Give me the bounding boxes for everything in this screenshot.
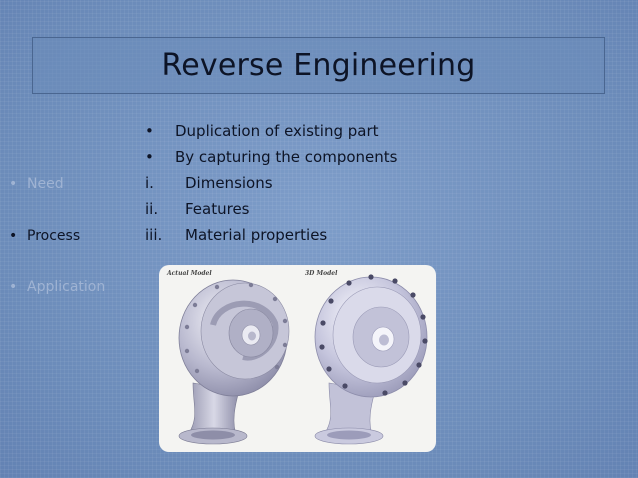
numbered-marker: i. <box>145 174 154 192</box>
numbered-item: i. Dimensions <box>145 172 273 194</box>
numbered-text: Dimensions <box>185 174 273 192</box>
actual-model-casing <box>178 279 290 445</box>
bullet-marker: • <box>145 148 154 166</box>
nav-item-label: Process <box>27 228 81 244</box>
nav-bullet: • <box>9 279 18 295</box>
numbered-text: Features <box>185 200 250 218</box>
title-box: Reverse Engineering <box>32 37 605 94</box>
numbered-item: iii. Material properties <box>145 224 327 246</box>
3d-model-casing <box>314 274 428 445</box>
numbered-item: ii. Features <box>145 198 250 220</box>
nav-item-application[interactable]: • Application <box>9 277 105 297</box>
bullet-text: By capturing the components <box>175 148 398 166</box>
nav-item-label: Need <box>27 176 64 192</box>
numbered-marker: ii. <box>145 200 159 218</box>
pump-casing-illustration <box>178 274 428 445</box>
3d-model-caption: 3D Model <box>305 270 338 277</box>
bullet-text: Duplication of existing part <box>175 122 379 140</box>
actual-model-caption: Actual Model <box>167 270 212 277</box>
nav-item-label: Application <box>27 279 106 295</box>
numbered-marker: iii. <box>145 226 163 244</box>
nav-bullet: • <box>9 176 18 192</box>
nav-item-need[interactable]: • Need <box>9 174 64 194</box>
nav-bullet: • <box>9 228 18 244</box>
bullet-item: • Duplication of existing part <box>145 120 379 142</box>
bullet-item: • By capturing the components <box>145 146 397 168</box>
comparison-figure: Actual Model 3D Model <box>159 265 436 452</box>
numbered-text: Material properties <box>185 226 328 244</box>
bullet-marker: • <box>145 122 154 140</box>
slide-title: Reverse Engineering <box>161 48 476 83</box>
nav-item-process[interactable]: • Process <box>9 226 80 246</box>
